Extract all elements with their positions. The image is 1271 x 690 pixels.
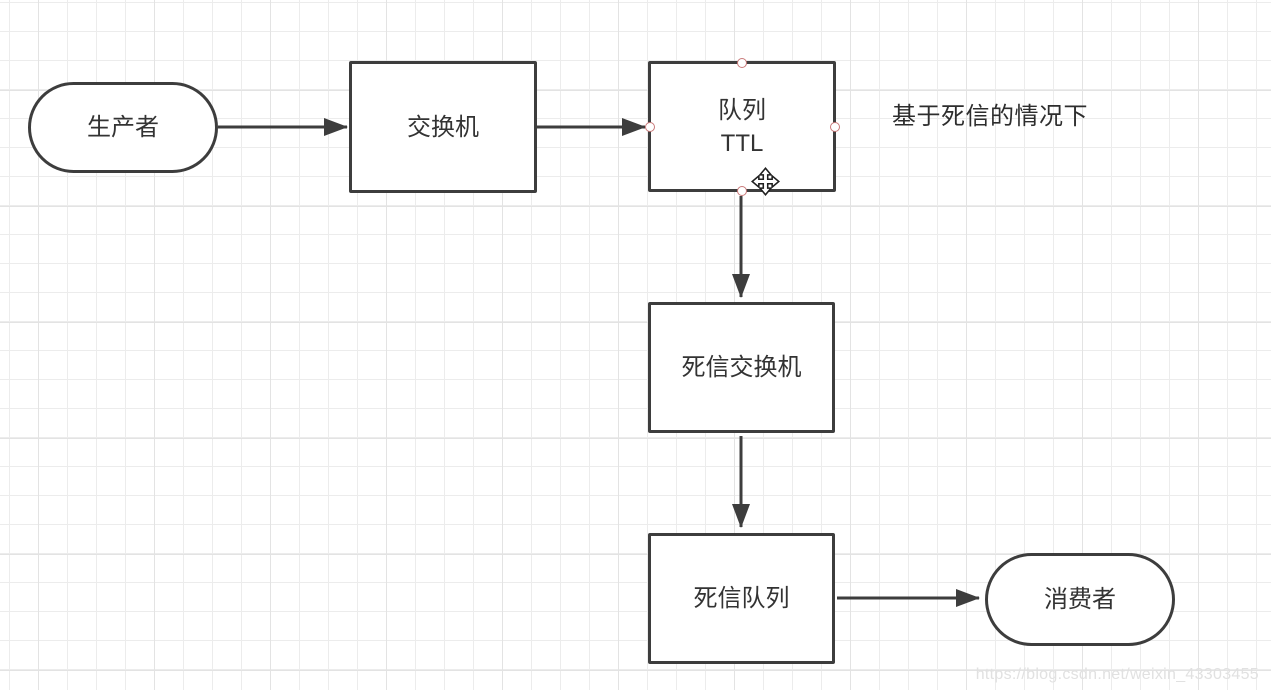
watermark: https://blog.csdn.net/weixin_43303455 (975, 666, 1259, 683)
annotation-text[interactable]: 基于死信的情况下 (892, 103, 1088, 130)
connection-handle-left[interactable] (644, 121, 655, 132)
node-producer[interactable]: 生产者 (28, 82, 218, 173)
connection-handle-top[interactable] (737, 57, 747, 68)
node-queue-ttl-label-line1: 队列 (718, 96, 766, 124)
node-dead-letter-queue[interactable]: 死信队列 (648, 533, 835, 664)
node-queue-ttl-label: 队列 TTL (718, 94, 766, 160)
node-exchange[interactable]: 交换机 (349, 61, 537, 193)
move-cursor-icon (751, 167, 780, 196)
node-dead-letter-exchange[interactable]: 死信交换机 (648, 302, 835, 433)
node-exchange-label: 交换机 (407, 113, 479, 141)
connection-handle-right[interactable] (829, 121, 840, 132)
node-consumer[interactable]: 消费者 (985, 553, 1175, 646)
node-consumer-label: 消费者 (1044, 586, 1116, 613)
node-queue-ttl-label-line2: TTL (720, 129, 764, 157)
node-dead-letter-exchange-label: 死信交换机 (681, 354, 802, 381)
node-producer-label: 生产者 (87, 114, 159, 141)
node-queue-ttl[interactable]: 队列 TTL (644, 57, 840, 196)
node-dead-letter-queue-label: 死信队列 (693, 585, 790, 612)
connection-handle-bottom[interactable] (737, 185, 747, 196)
